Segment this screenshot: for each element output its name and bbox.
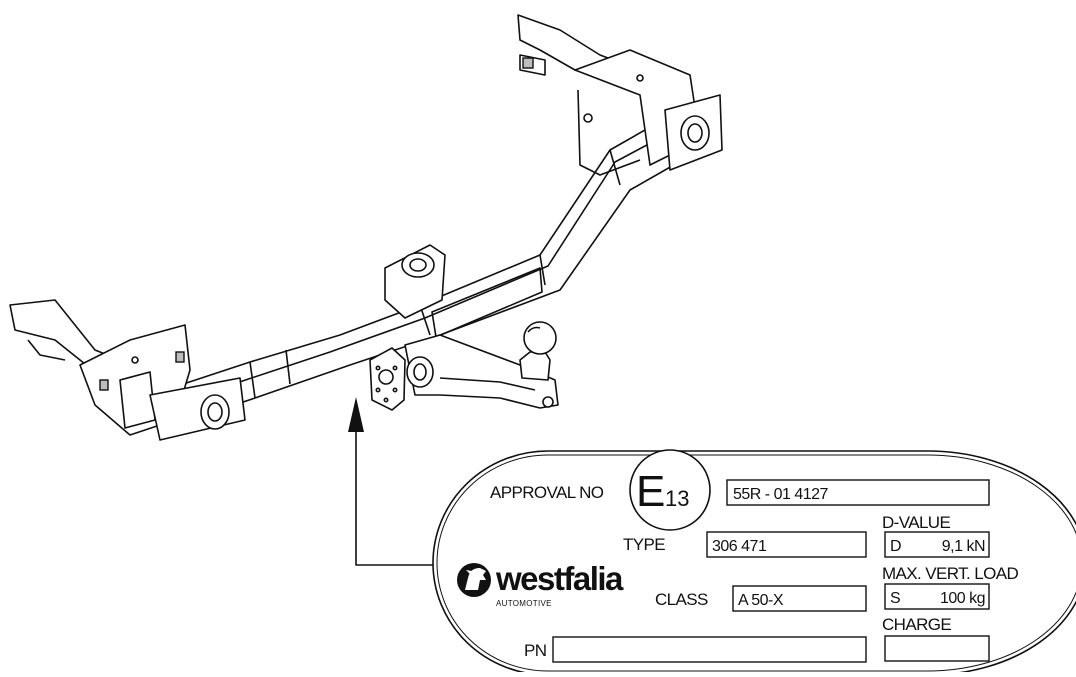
pn-field [552, 636, 867, 663]
center-receiver [384, 244, 446, 319]
approval-number: 55R - 01 4127 [733, 486, 829, 503]
s-value: 100 kg [940, 590, 985, 607]
left-bracket [9, 299, 246, 441]
socket-plate [369, 347, 406, 411]
class-value: A 50-X [738, 592, 784, 609]
brand-logo: westfalia AUTOMOTIVE [457, 560, 626, 608]
d-value-label: D-VALUE [882, 513, 950, 532]
brand-tagline: AUTOMOTIVE [496, 599, 552, 608]
vert-load-label: MAX. VERT. LOAD [882, 564, 1018, 583]
class-label: CLASS [655, 590, 708, 609]
d-value: 9,1 kN [942, 538, 985, 555]
type-plate: APPROVAL NO E 13 55R - 01 4127 D-VALUE D… [432, 449, 1076, 676]
s-code: S [890, 590, 900, 607]
approval-label: APPROVAL NO [490, 483, 604, 502]
d-code: D [890, 538, 901, 555]
e-mark-letter: E [636, 467, 664, 516]
tow-bar-assembly [9, 14, 723, 441]
pn-label: PN [524, 641, 546, 660]
right-bracket [517, 14, 723, 176]
tow-ball-neck [404, 321, 559, 409]
type-value: 306 471 [712, 538, 767, 555]
e-mark-number: 13 [665, 486, 689, 511]
pointer-arrow [348, 397, 435, 566]
charge-field [884, 635, 990, 662]
brand-name: westfalia [495, 560, 624, 597]
horse-icon [457, 563, 491, 597]
type-label: TYPE [623, 535, 665, 554]
charge-label: CHARGE [882, 615, 951, 634]
